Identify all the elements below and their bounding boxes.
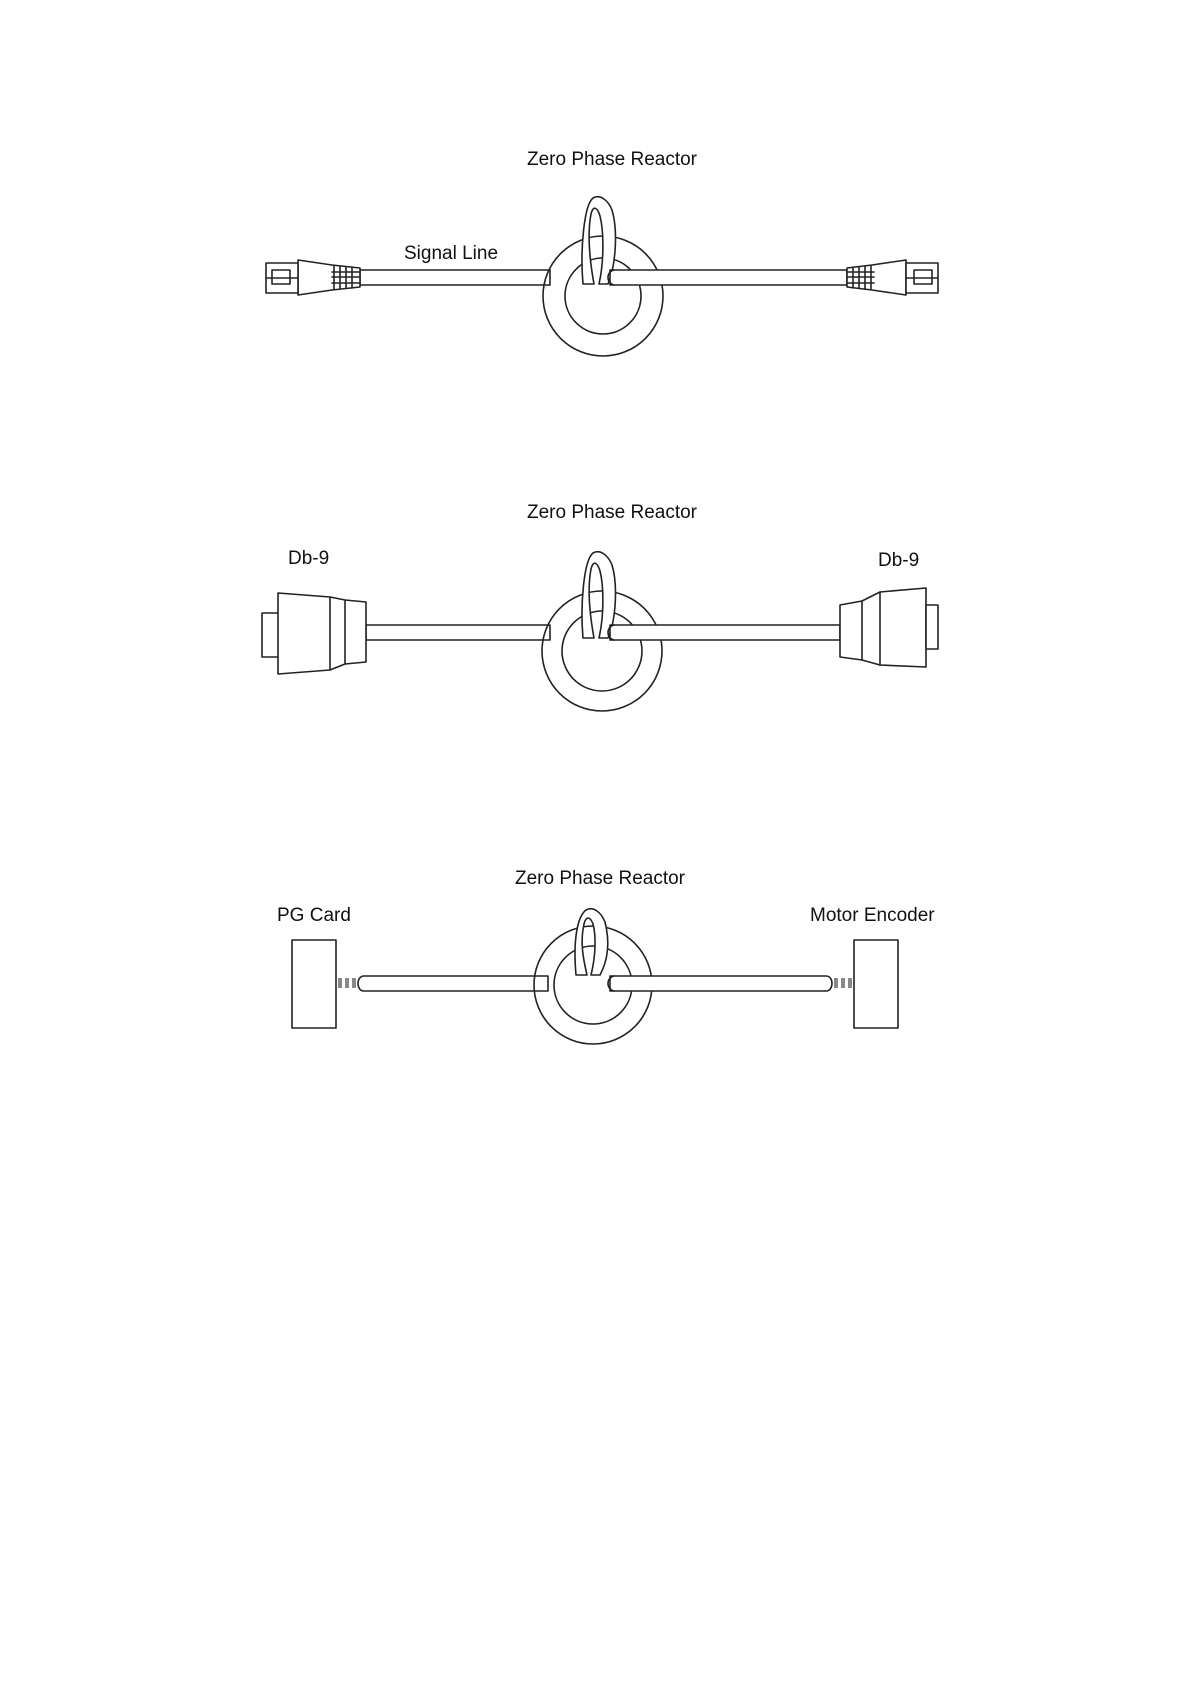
pg-card-box xyxy=(292,940,336,1028)
cable-left-1 xyxy=(360,270,550,285)
db9-right-label: Db-9 xyxy=(878,550,919,571)
pg-card-label: PG Card xyxy=(277,905,351,926)
rj45-plug-left xyxy=(266,260,360,295)
motor-encoder-box xyxy=(854,940,898,1028)
motor-encoder-label: Motor Encoder xyxy=(810,905,935,926)
diagram-signal-line: Zero Phase Reactor Signal Line xyxy=(266,149,938,356)
rj45-plug-right xyxy=(847,260,938,295)
cable-right-3 xyxy=(610,976,832,991)
cable-right-1 xyxy=(610,270,847,285)
reactor-label-1: Zero Phase Reactor xyxy=(527,149,698,170)
reactor-label-2: Zero Phase Reactor xyxy=(527,502,698,523)
pg-card-pins xyxy=(338,978,356,988)
db9-connector-right xyxy=(840,588,938,667)
cable-left-2 xyxy=(366,625,550,640)
diagram-pg-card: Zero Phase Reactor PG Card Motor Encoder xyxy=(277,868,935,1044)
db9-left-label: Db-9 xyxy=(288,548,329,569)
diagram-db9: Zero Phase Reactor Db-9 Db-9 xyxy=(262,502,938,711)
db9-connector-left xyxy=(262,593,366,674)
cable-right-2 xyxy=(610,625,840,640)
cable-left-3 xyxy=(358,976,548,991)
motor-encoder-pins xyxy=(834,978,852,988)
reactor-label-3: Zero Phase Reactor xyxy=(515,868,686,889)
signal-line-label: Signal Line xyxy=(404,243,498,264)
